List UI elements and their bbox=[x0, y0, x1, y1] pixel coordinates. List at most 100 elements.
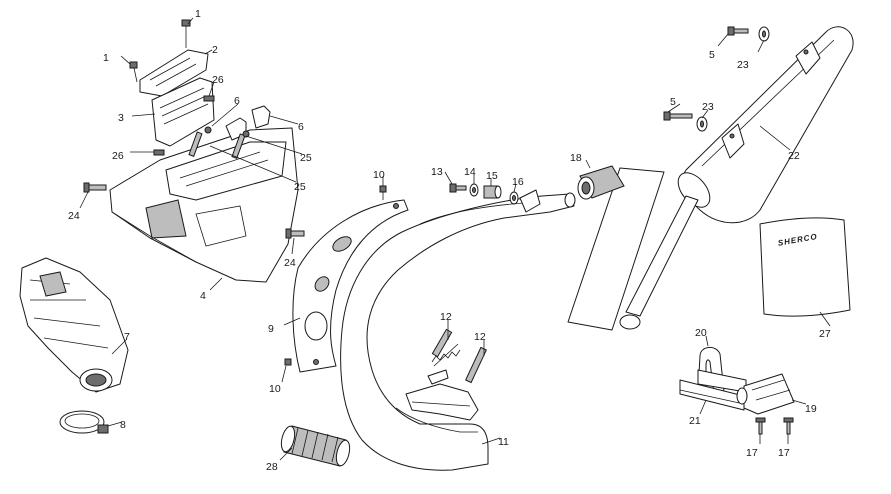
callout-leader bbox=[481, 437, 501, 445]
callout-label: 27 bbox=[819, 328, 831, 340]
silencer bbox=[619, 26, 854, 330]
callout-label: 2 bbox=[212, 44, 218, 56]
callout-leader bbox=[111, 339, 127, 355]
callout-label: 5 bbox=[709, 49, 715, 61]
callout-leader bbox=[717, 33, 729, 47]
washer-16 bbox=[509, 191, 519, 205]
callout-label: 28 bbox=[266, 461, 278, 473]
callout-label: 17 bbox=[778, 447, 790, 459]
intake-boot bbox=[19, 257, 129, 393]
callout-label: 9 bbox=[268, 323, 274, 335]
callout-leader bbox=[757, 39, 765, 53]
callout-label: 12 bbox=[474, 331, 486, 343]
callout-label: 10 bbox=[269, 383, 281, 395]
callout-label: 26 bbox=[112, 150, 124, 162]
callout-label: 13 bbox=[431, 166, 443, 178]
callout-label: 26 bbox=[212, 74, 224, 86]
callout-leader bbox=[120, 55, 131, 65]
callout-leader bbox=[107, 421, 123, 427]
callout-leader bbox=[269, 115, 299, 125]
callout-label: 6 bbox=[234, 95, 240, 107]
screw-10-top bbox=[379, 185, 387, 200]
callout-label: 8 bbox=[120, 419, 126, 431]
bolt-24-right bbox=[285, 228, 305, 239]
callout-leader bbox=[131, 113, 156, 117]
callout-label: 23 bbox=[702, 101, 714, 113]
sleeve-18 bbox=[567, 165, 665, 331]
callout-label: 23 bbox=[737, 59, 749, 71]
callout-leader bbox=[283, 317, 301, 326]
breather-hose-21 bbox=[679, 379, 745, 411]
callout-leader bbox=[291, 237, 295, 255]
screw-10-bottom bbox=[284, 358, 292, 366]
washer-23-mid bbox=[696, 116, 708, 132]
callout-label: 24 bbox=[68, 210, 80, 222]
callout-leader bbox=[211, 103, 239, 127]
callout-leader bbox=[281, 365, 287, 383]
callout-label: 16 bbox=[512, 176, 524, 188]
callout-label: 4 bbox=[200, 290, 206, 302]
callout-leader bbox=[187, 17, 194, 25]
callout-label: 18 bbox=[570, 152, 582, 164]
callout-label: 22 bbox=[788, 150, 800, 162]
callout-leader bbox=[819, 311, 831, 327]
valve-19 bbox=[736, 373, 795, 415]
callout-leader bbox=[279, 447, 293, 461]
bolt-5-mid bbox=[663, 111, 693, 121]
bolt-13 bbox=[449, 183, 467, 193]
callout-leader bbox=[585, 159, 591, 169]
callout-label: 25 bbox=[300, 152, 312, 164]
callout-label: 12 bbox=[440, 311, 452, 323]
spring-12-right bbox=[465, 346, 487, 384]
callout-leader bbox=[701, 109, 709, 119]
hose-clamp bbox=[59, 410, 109, 434]
screws-17 bbox=[755, 417, 794, 435]
screw-1-top bbox=[181, 19, 191, 48]
callout-label: 21 bbox=[689, 415, 701, 427]
callout-leader bbox=[79, 191, 89, 209]
callout-label: 17 bbox=[746, 447, 758, 459]
washer-14 bbox=[469, 183, 479, 197]
callout-leader bbox=[759, 125, 791, 151]
callout-label: 14 bbox=[464, 166, 476, 178]
bolt-5-top bbox=[727, 26, 749, 36]
callout-label: 1 bbox=[103, 52, 109, 64]
callout-label: 7 bbox=[124, 331, 130, 343]
bolt-24-left bbox=[83, 182, 107, 193]
spring-12-left bbox=[431, 328, 461, 367]
washer-23-top bbox=[758, 26, 770, 42]
airbox-bracket bbox=[139, 49, 215, 147]
callout-label: 15 bbox=[486, 170, 498, 182]
silencer-sleeve-28 bbox=[280, 425, 351, 467]
callout-label: 10 bbox=[373, 169, 385, 181]
callout-label: 5 bbox=[670, 96, 676, 108]
callout-leader bbox=[245, 135, 303, 155]
decal-27: SHERCO bbox=[759, 217, 851, 317]
callout-leader bbox=[209, 277, 223, 291]
spacer-15 bbox=[483, 185, 502, 199]
callout-leader bbox=[204, 49, 213, 55]
callout-leader bbox=[444, 171, 453, 185]
callout-label: 25 bbox=[294, 181, 306, 193]
callout-leader bbox=[209, 145, 297, 183]
callout-label: 19 bbox=[805, 403, 817, 415]
callout-leader bbox=[705, 335, 709, 347]
callout-leader bbox=[208, 81, 215, 97]
callout-leader bbox=[513, 183, 517, 193]
studs-25 bbox=[188, 126, 250, 159]
callout-label: 1 bbox=[195, 8, 201, 20]
airbox bbox=[109, 105, 299, 283]
callout-leader bbox=[699, 399, 707, 415]
expansion-chamber bbox=[340, 189, 576, 471]
callout-label: 6 bbox=[298, 121, 304, 133]
heat-shield bbox=[292, 199, 409, 373]
callout-leader bbox=[791, 399, 807, 405]
callout-label: 3 bbox=[118, 112, 124, 124]
screw-1-left bbox=[129, 61, 138, 83]
callout-label: 11 bbox=[498, 436, 509, 448]
callout-label: 20 bbox=[695, 327, 707, 339]
callout-leader bbox=[667, 103, 681, 113]
